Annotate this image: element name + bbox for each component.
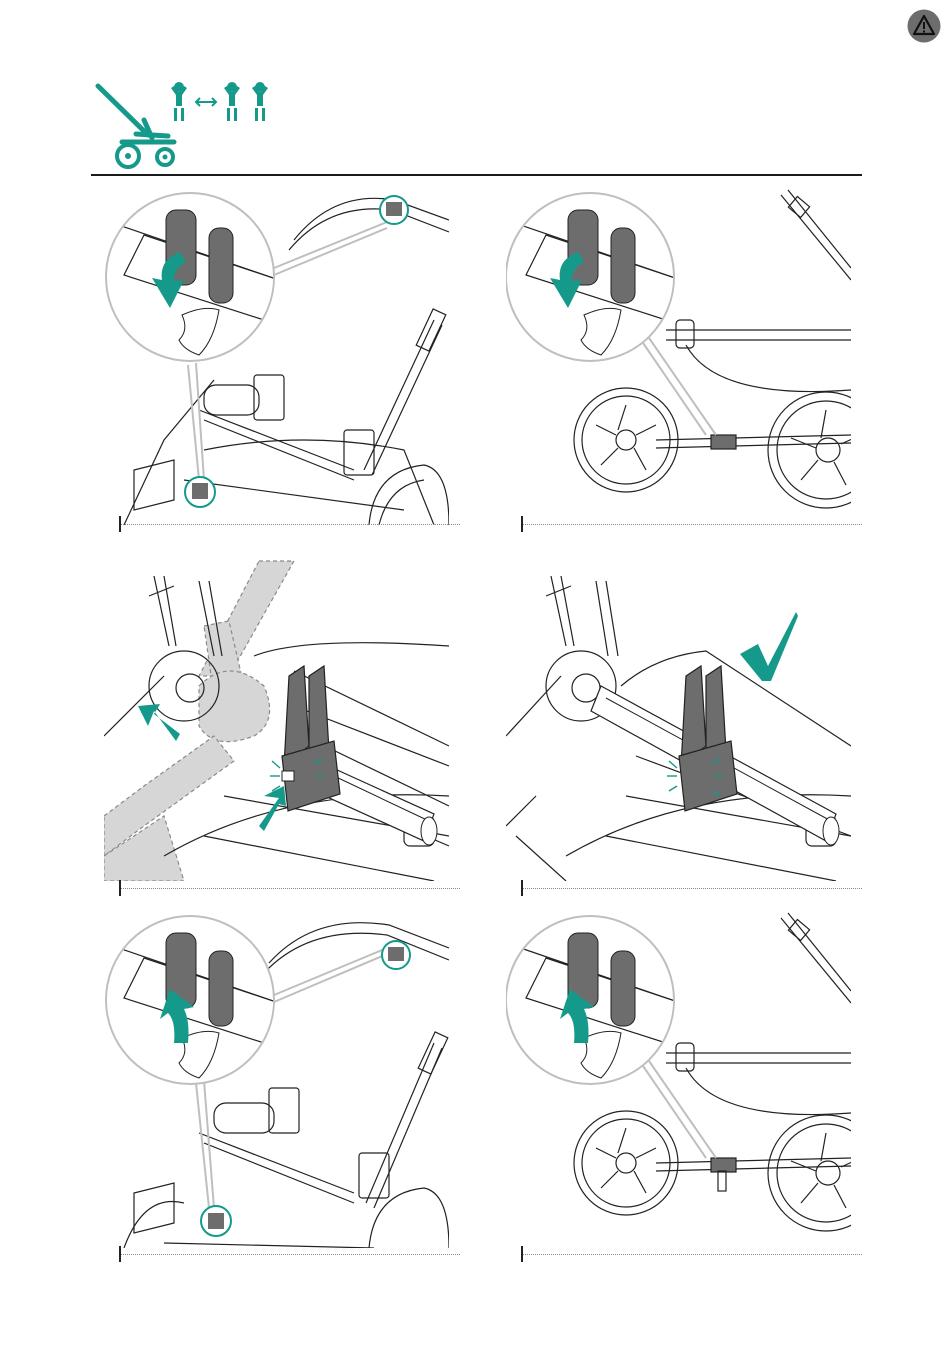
step-4-baseline [522,888,862,889]
step-3-tick [119,880,121,896]
swap-arrow-icon [196,98,216,106]
step-3-baseline [120,888,460,889]
step-4-illustration [506,536,851,881]
warning-icon [907,9,941,43]
step-2-baseline [522,524,862,525]
stroller-mode-icon [92,80,274,172]
step-6-tick [521,1246,523,1262]
step-1-baseline [120,524,460,525]
step-1-illustration [104,180,449,525]
seat-adapter [282,666,340,811]
stroller-icon [98,86,174,142]
two-children-icon [224,82,268,121]
step-2-tick [521,516,523,532]
step-6-baseline [522,1254,862,1255]
step-6-illustration [506,903,851,1248]
seat-adapter [679,666,737,811]
step-5-illustration [104,903,449,1248]
step-5-tick [119,1246,121,1262]
step-2-illustration [506,180,851,525]
checkmark-icon [740,612,798,681]
step-4-tick [521,880,523,896]
step-5-baseline [120,1254,460,1255]
header-divider [91,174,862,176]
step-1-tick [119,516,121,532]
step-3-illustration [104,536,449,881]
child-icon [171,82,187,121]
